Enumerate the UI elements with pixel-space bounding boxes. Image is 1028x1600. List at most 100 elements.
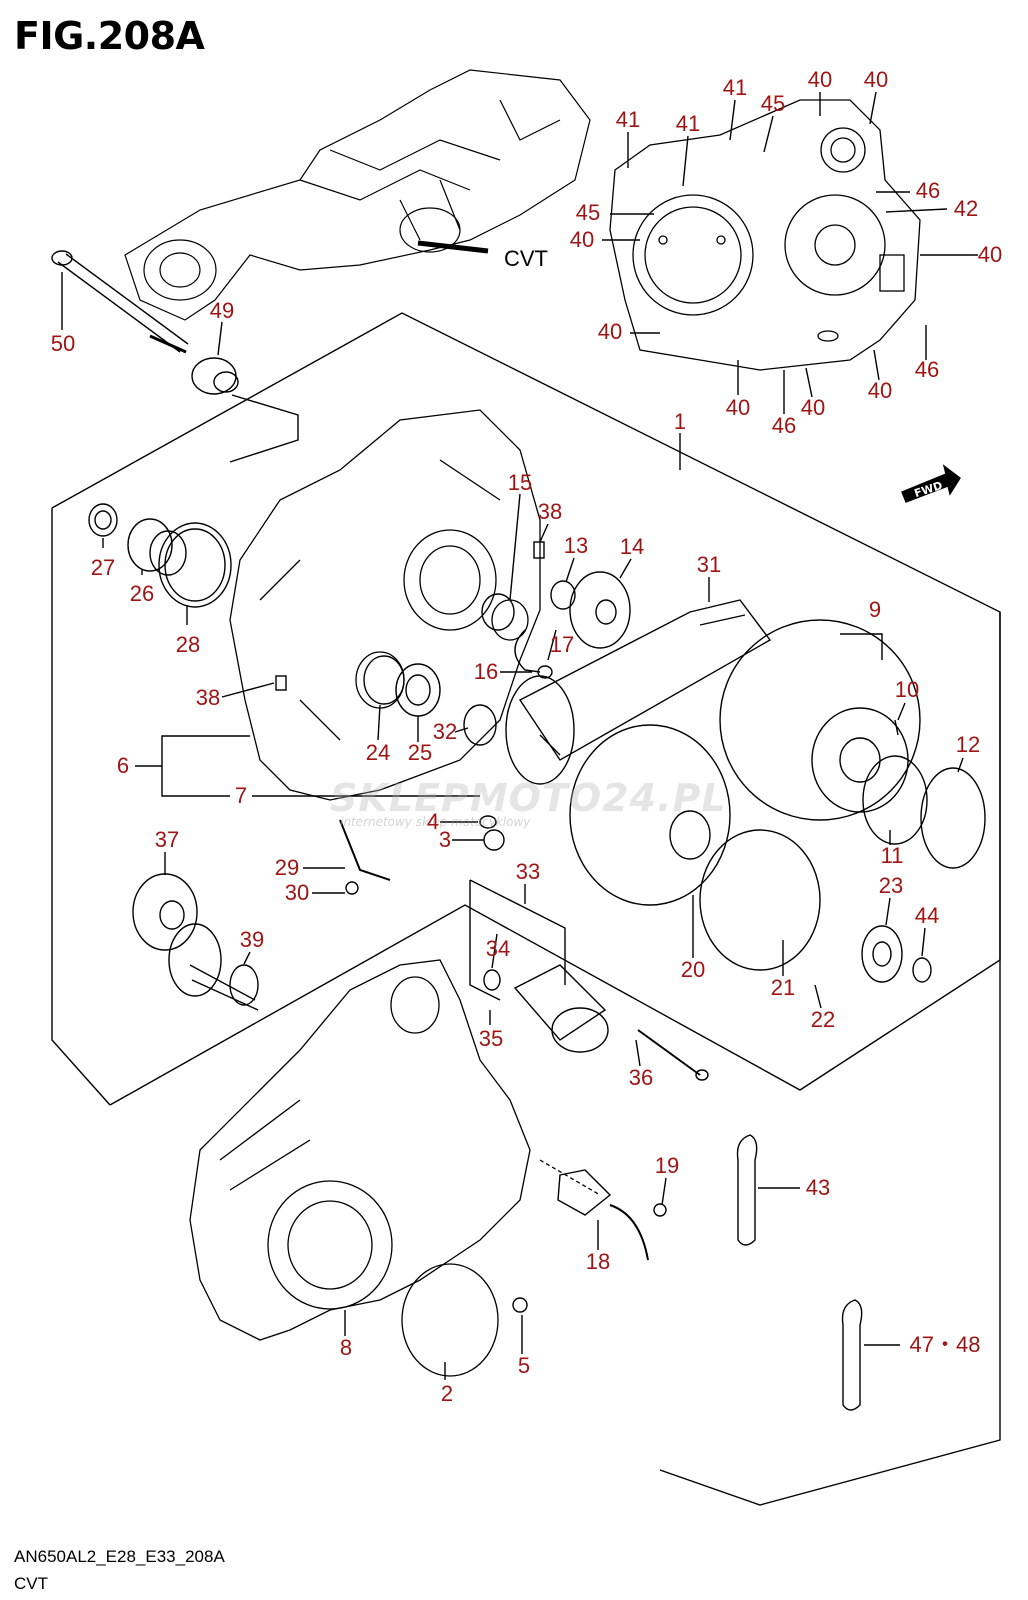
callout-39[interactable]: 39 — [239, 927, 265, 952]
callout-37[interactable]: 37 — [154, 827, 180, 852]
callout-16[interactable]: 16 — [473, 659, 499, 684]
callout-27[interactable]: 27 — [90, 555, 116, 580]
fwd-arrow-icon — [901, 464, 961, 503]
callout-10[interactable]: 10 — [894, 677, 920, 702]
cvt-label: CVT — [504, 246, 548, 271]
callout-4[interactable]: 4 — [426, 809, 440, 834]
callout-12[interactable]: 12 — [955, 732, 981, 757]
leader-12 — [957, 757, 964, 773]
callout-24[interactable]: 24 — [365, 740, 391, 765]
callout-41[interactable]: 41 — [722, 75, 748, 100]
secondary-pulley-drawing — [719, 619, 986, 869]
callout-50[interactable]: 50 — [50, 331, 76, 356]
callout-45[interactable]: 45 — [575, 200, 601, 225]
callout-40[interactable]: 40 — [863, 67, 889, 92]
callout-1[interactable]: 1 — [673, 409, 687, 434]
callout-19[interactable]: 19 — [654, 1153, 680, 1178]
watermark-brand: SKLEPMOTO24.PL — [330, 776, 727, 820]
bracket-33a — [469, 880, 501, 1001]
callout-17[interactable]: 17 — [549, 632, 575, 657]
callout-40[interactable]: 40 — [569, 227, 595, 252]
callout-23[interactable]: 23 — [878, 873, 904, 898]
seal-parts — [275, 655, 497, 746]
callout-40[interactable]: 40 — [807, 67, 833, 92]
callout-9[interactable]: 9 — [868, 597, 882, 622]
callout-29[interactable]: 29 — [274, 855, 300, 880]
drive-belt-drawing — [505, 599, 821, 971]
callout-40[interactable]: 40 — [977, 242, 1003, 267]
leader-44 — [921, 927, 926, 957]
callout-38[interactable]: 38 — [537, 499, 563, 524]
callout-33[interactable]: 33 — [515, 859, 541, 884]
primary-small-parts — [481, 541, 631, 679]
callout-21[interactable]: 21 — [770, 975, 796, 1000]
footer-name: CVT — [14, 1574, 48, 1593]
callout-25[interactable]: 25 — [407, 740, 433, 765]
bearing-parts-left — [88, 503, 232, 608]
leader-36 — [635, 1039, 641, 1067]
leader-10 — [897, 702, 906, 721]
callout-32[interactable]: 32 — [432, 719, 458, 744]
callout-44[interactable]: 44 — [914, 903, 940, 928]
callout-49[interactable]: 49 — [209, 298, 235, 323]
leader-19 — [661, 1177, 667, 1206]
callout-40[interactable]: 40 — [800, 395, 826, 420]
callout-34[interactable]: 34 — [485, 936, 511, 961]
engine-overview-sketch — [124, 69, 591, 321]
callout-5[interactable]: 5 — [517, 1353, 531, 1378]
callout-30[interactable]: 30 — [284, 880, 310, 905]
callout-46[interactable]: 46 — [771, 413, 797, 438]
callout-47-48[interactable]: 47・48 — [909, 1332, 981, 1357]
leader-49 — [217, 321, 223, 356]
leader-14 — [619, 558, 632, 579]
callout-46[interactable]: 46 — [915, 178, 941, 203]
bolt-50-drawing — [51, 250, 189, 354]
leader-15 — [509, 493, 521, 601]
callout-41[interactable]: 41 — [615, 107, 641, 132]
strap-parts-drawing — [736, 1134, 863, 1411]
callout-46[interactable]: 46 — [914, 357, 940, 382]
callout-18[interactable]: 18 — [585, 1249, 611, 1274]
callout-40[interactable]: 40 — [725, 395, 751, 420]
callout-20[interactable]: 20 — [680, 957, 706, 982]
callout-35[interactable]: 35 — [478, 1026, 504, 1051]
callout-22[interactable]: 22 — [810, 1007, 836, 1032]
callout-28[interactable]: 28 — [175, 632, 201, 657]
callout-11[interactable]: 11 — [880, 843, 904, 868]
leader-22 — [814, 984, 822, 1009]
bearing-23-44 — [861, 925, 932, 983]
footer-code: AN650AL2_E28_E33_208A — [14, 1547, 225, 1566]
nut-49-drawing — [191, 357, 239, 395]
callout-15[interactable]: 15 — [507, 470, 533, 495]
leader-23 — [885, 897, 891, 926]
leader-17 — [547, 629, 557, 661]
leader-32 — [454, 727, 469, 733]
callout-8[interactable]: 8 — [339, 1335, 353, 1360]
outer-cover-drawing — [609, 99, 921, 371]
callout-6[interactable]: 6 — [116, 753, 130, 778]
callout-45[interactable]: 45 — [760, 91, 786, 116]
callout-42[interactable]: 42 — [953, 196, 979, 221]
inner-cover-drawing — [189, 959, 601, 1377]
callout-36[interactable]: 36 — [628, 1065, 654, 1090]
callout-41[interactable]: 41 — [675, 111, 701, 136]
callout-3[interactable]: 3 — [438, 827, 452, 852]
assembly-frame-right — [659, 612, 1001, 1506]
callout-38[interactable]: 38 — [195, 685, 221, 710]
callout-26[interactable]: 26 — [129, 581, 155, 606]
callout-43[interactable]: 43 — [805, 1175, 831, 1200]
leader-13 — [565, 557, 575, 583]
callout-40[interactable]: 40 — [867, 378, 893, 403]
callout-7[interactable]: 7 — [234, 783, 248, 808]
leader-38b — [221, 682, 275, 698]
callout-13[interactable]: 13 — [563, 533, 589, 558]
starter-motor-drawing — [483, 964, 709, 1081]
switch-parts-drawing — [512, 1169, 667, 1313]
callout-2[interactable]: 2 — [440, 1381, 454, 1406]
leader-39 — [243, 951, 251, 965]
callout-14[interactable]: 14 — [619, 534, 645, 559]
callout-31[interactable]: 31 — [696, 552, 722, 577]
callout-40[interactable]: 40 — [597, 319, 623, 344]
